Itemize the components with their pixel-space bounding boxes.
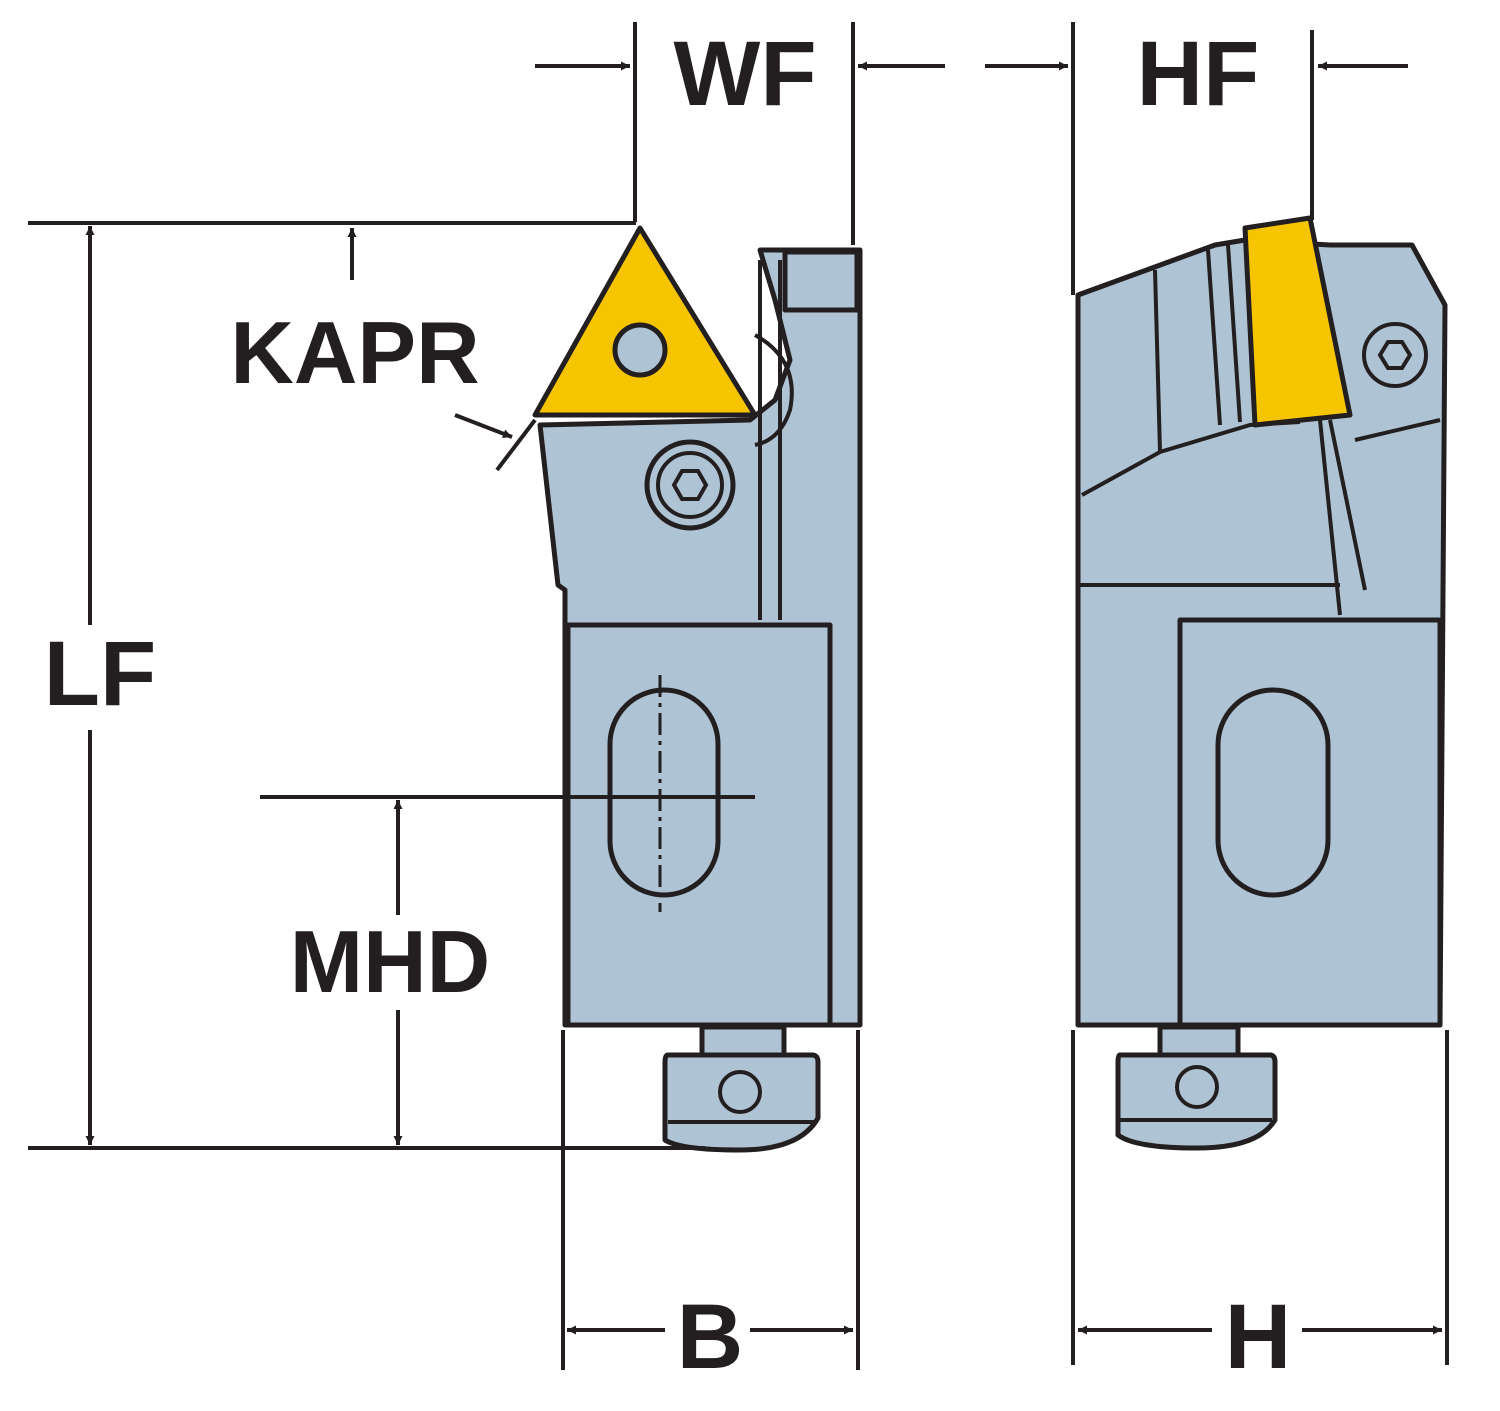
front-view (532, 225, 863, 1153)
triangle-insert (532, 225, 758, 418)
dimension-lines (28, 22, 1449, 1370)
bottom-knob-side (1115, 1024, 1278, 1151)
label-h: H (1225, 1286, 1291, 1388)
insert-hole (612, 322, 668, 378)
hex-screw-icon (644, 439, 736, 531)
oblong-slot-side (1215, 687, 1331, 898)
label-b: B (677, 1286, 743, 1388)
label-kapr: KAPR (230, 303, 479, 402)
label-hf: HF (1137, 23, 1260, 125)
label-wf: WF (673, 23, 816, 125)
insert-side (1242, 215, 1353, 428)
side-view (1075, 215, 1448, 1151)
label-lf: LF (44, 623, 156, 725)
oblong-slot (607, 687, 721, 898)
bottom-knob (662, 1024, 821, 1153)
label-mhd: MHD (290, 912, 490, 1011)
hex-screw-icon (1362, 322, 1428, 388)
top-strip (782, 249, 860, 313)
